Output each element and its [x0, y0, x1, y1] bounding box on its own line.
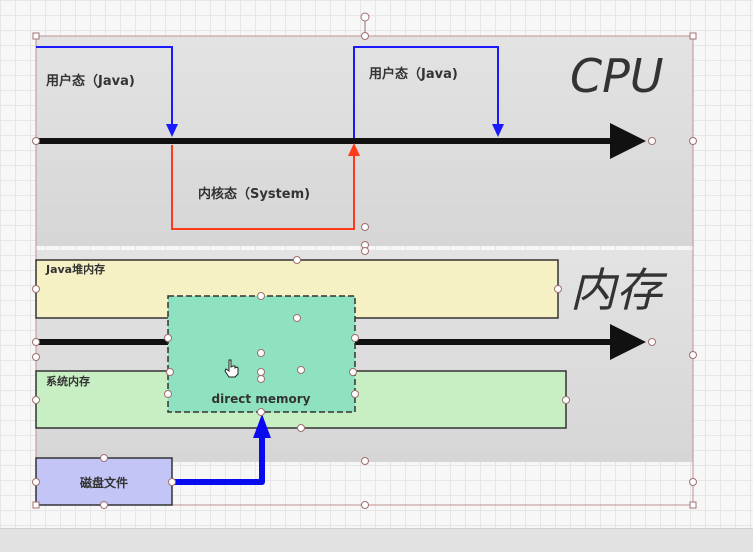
disk-file-box[interactable]	[35, 457, 173, 506]
user-mode-line-2	[353, 46, 499, 138]
direct-memory-label: direct memory	[212, 392, 311, 406]
kernel-mode-line	[171, 145, 355, 230]
java-heap-label: Java堆内存	[45, 262, 105, 276]
user-mode-label-1: 用户态（Java)	[45, 73, 135, 89]
disk-to-direct-arrow	[172, 434, 265, 485]
hand-pointer-icon	[224, 359, 239, 378]
kernel-mode-label: 内核态（System)	[198, 186, 310, 202]
user-mode-arrowhead-1	[166, 124, 178, 137]
editor-bottom-bar	[0, 528, 753, 552]
kernel-mode-arrowhead	[348, 143, 360, 156]
user-mode-line-1	[36, 46, 173, 128]
selection-handles[interactable]	[32, 12, 697, 509]
memory-title: 内存	[570, 263, 668, 317]
cpu-title: CPU	[570, 49, 664, 103]
user-mode-label-2: 用户态（Java)	[368, 66, 458, 82]
system-memory-label: 系统内存	[46, 374, 90, 388]
disk-file-label: 磁盘文件	[79, 475, 128, 490]
user-mode-arrowhead-2	[492, 124, 504, 137]
disk-to-direct-arrowhead	[253, 414, 271, 438]
